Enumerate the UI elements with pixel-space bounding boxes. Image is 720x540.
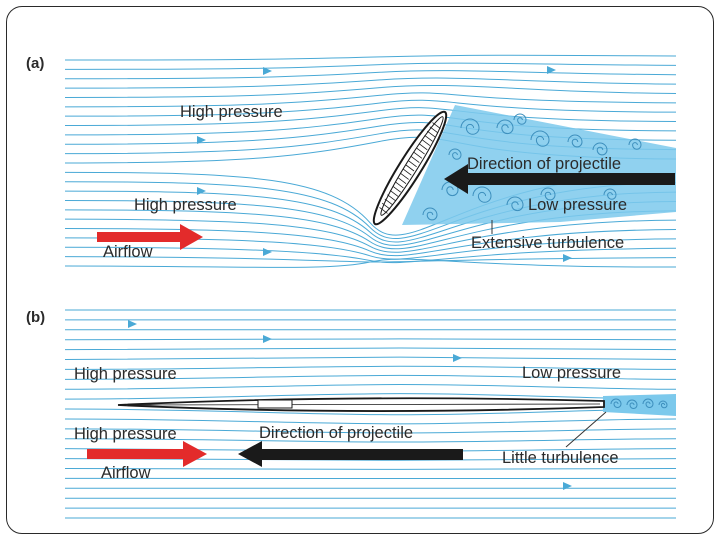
panel-b-airflow-arrow xyxy=(87,441,207,467)
turbulence-swirl xyxy=(658,400,668,409)
flow-arrow xyxy=(263,248,272,256)
turbulence-swirl xyxy=(592,142,608,156)
streamline xyxy=(64,428,677,434)
panel-a-high-pressure-bottom: High pressure xyxy=(134,196,237,214)
panel-a: (a) High pressure High pressure Airflow … xyxy=(26,54,677,268)
panel-b-direction-label: Direction of projectile xyxy=(259,424,413,442)
turbulence-swirl xyxy=(626,399,638,409)
flow-arrow xyxy=(197,187,206,195)
streamline xyxy=(64,393,677,400)
flow-arrow xyxy=(263,335,272,343)
streamline xyxy=(64,374,677,380)
turbulence-swirl xyxy=(513,113,527,125)
turbulence-swirl xyxy=(441,181,459,197)
streamline xyxy=(64,356,677,361)
panel-b-turbulence-swirls xyxy=(610,398,668,409)
streamline xyxy=(64,258,677,268)
slide-frame xyxy=(6,6,714,534)
turbulence-swirl xyxy=(496,119,514,135)
streamline xyxy=(64,62,677,70)
panel-b-streamlines xyxy=(64,309,677,519)
turbulence-swirl xyxy=(422,207,438,221)
turbulence-swirl xyxy=(603,188,617,200)
streamline xyxy=(64,237,677,260)
streamline xyxy=(64,338,677,341)
turbulence-swirl xyxy=(448,148,462,160)
panel-a-turbulence-label: Extensive turbulence xyxy=(471,234,624,252)
streamline xyxy=(64,467,677,470)
panel-b-high-pressure-top: High pressure xyxy=(74,365,177,383)
streamline xyxy=(64,107,677,127)
streamline xyxy=(64,246,677,264)
panel-a-streamlines xyxy=(64,54,677,268)
panel-b-label: (b) xyxy=(26,309,45,326)
panel-a-airflow-label: Airflow xyxy=(103,243,153,261)
panel-a-low-pressure-label: Low pressure xyxy=(528,196,627,214)
turbulence-swirl xyxy=(506,196,524,212)
panel-b: (b) High pressure High pressure Low pres… xyxy=(26,309,677,519)
flow-arrow xyxy=(563,254,572,262)
turbulence-swirl xyxy=(472,186,492,203)
streamline xyxy=(64,77,677,89)
streamline xyxy=(64,418,677,425)
streamline xyxy=(64,92,677,108)
flow-arrow xyxy=(563,482,572,490)
streamline xyxy=(64,365,677,370)
streamline xyxy=(64,54,677,61)
panel-a-direction-arrow xyxy=(444,164,675,194)
flow-arrow xyxy=(128,320,137,328)
streamline xyxy=(64,218,677,253)
panel-b-turbulence-label: Little turbulence xyxy=(502,449,619,467)
turbulence-swirl xyxy=(530,130,550,147)
streamline xyxy=(64,383,677,390)
turbulence-swirl xyxy=(567,134,583,148)
panel-a-label: (a) xyxy=(26,55,44,72)
streamline xyxy=(64,70,677,80)
turbulence-swirl xyxy=(628,138,642,150)
streamline xyxy=(64,228,677,257)
panel-b-direction-arrow xyxy=(238,441,463,467)
panel-a-airflow-arrow xyxy=(97,224,203,250)
panel-a-direction-label: Direction of projectile xyxy=(467,155,621,173)
panel-b-low-pressure-label: Low pressure xyxy=(522,364,621,382)
panel-a-projectile xyxy=(372,110,448,226)
flow-arrow xyxy=(453,354,462,362)
streamline xyxy=(64,256,677,263)
flow-arrow xyxy=(547,66,556,74)
turbulence-swirl xyxy=(460,118,480,135)
streamline xyxy=(64,99,677,117)
streamline xyxy=(64,209,677,250)
panel-b-turbulence-leader xyxy=(565,411,607,448)
flow-arrow xyxy=(263,67,272,75)
panel-b-wake xyxy=(603,394,676,416)
panel-a-turbulence-swirls xyxy=(422,113,642,221)
streamline xyxy=(64,408,677,416)
panel-a-high-pressure-top: High pressure xyxy=(180,103,283,121)
panel-b-airflow-label: Airflow xyxy=(101,464,151,482)
streamline xyxy=(64,438,677,443)
panel-b-projectile xyxy=(117,397,605,412)
streamline xyxy=(64,84,677,98)
turbulence-swirl xyxy=(642,398,654,408)
turbulence-swirl xyxy=(610,398,622,408)
flow-arrow xyxy=(197,136,206,144)
turbulence-swirl xyxy=(540,187,556,201)
panel-b-high-pressure-bottom: High pressure xyxy=(74,425,177,443)
streamline xyxy=(64,347,677,351)
